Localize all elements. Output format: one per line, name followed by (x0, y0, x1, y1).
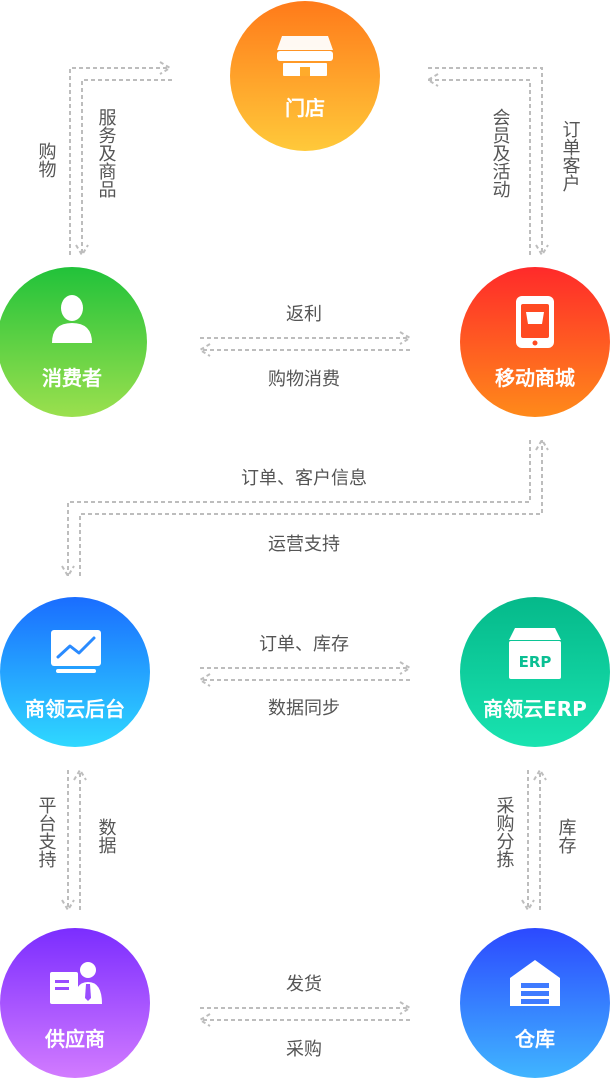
warehouse-icon (510, 960, 560, 1006)
node-erp: ERP 商领云ERP (460, 597, 610, 747)
edge-label-purchase-consumption: 购物消费 (268, 369, 340, 390)
node-label-store: 门店 (285, 96, 325, 120)
edge-label-consumer-to-store: 购物 (36, 142, 57, 178)
connector-supplier-warehouse (198, 1001, 412, 1027)
connector-store-mall (426, 67, 549, 257)
node-warehouse: 仓库 (460, 928, 610, 1078)
edge-label-order-inventory: 订单、库存 (259, 634, 349, 655)
edge-label-order-customer-info: 订单、客户信息 (241, 468, 367, 489)
node-label-consumer: 消费者 (42, 366, 102, 390)
monitor-chart-icon (51, 630, 101, 673)
node-consumer: 消费者 (0, 267, 147, 417)
connector-consumer-mall (198, 331, 412, 357)
edge-label-purchase-sorting: 采购分拣 (494, 796, 515, 869)
edge-label-store-to-consumer: 服务及商品 (96, 108, 117, 198)
node-label-erp: 商领云ERP (483, 697, 587, 721)
node-backend: 商领云后台 (0, 597, 150, 747)
person-icon (52, 295, 92, 343)
mobile-phone-icon (516, 296, 554, 348)
edge-label-ship: 发货 (286, 974, 322, 995)
connector-backend-erp (198, 661, 412, 687)
supplier-icon (50, 962, 102, 1004)
edge-label-procurement: 采购 (286, 1039, 322, 1060)
edge-label-mall-to-store: 订单客户 (560, 120, 581, 192)
edge-label-store-to-mall: 会员及活动 (490, 108, 511, 198)
node-label-backend: 商领云后台 (25, 697, 125, 721)
edge-label-inventory: 库存 (556, 818, 577, 854)
edge-label-platform-support: 平台支持 (36, 796, 57, 869)
node-mobile-mall: 移动商城 (460, 267, 610, 417)
node-label-supplier: 供应商 (44, 1027, 105, 1051)
connector-mall-backend (61, 438, 549, 578)
erp-icon-text: ERP (519, 653, 552, 671)
edge-label-ops-support: 运营支持 (268, 534, 340, 555)
edge-label-data-sync: 数据同步 (268, 698, 340, 719)
store-icon (277, 36, 333, 76)
connector-backend-supplier (61, 768, 87, 912)
edge-label-data: 数据 (96, 818, 117, 854)
erp-box-icon: ERP (509, 628, 561, 679)
node-supplier: 供应商 (0, 928, 150, 1078)
node-label-warehouse: 仓库 (514, 1027, 555, 1051)
node-store: 门店 (230, 1, 380, 151)
connector-erp-warehouse (521, 768, 547, 912)
edge-label-rebate: 返利 (286, 304, 322, 325)
node-label-mobile-mall: 移动商城 (495, 366, 575, 390)
connector-store-consumer (69, 61, 172, 257)
